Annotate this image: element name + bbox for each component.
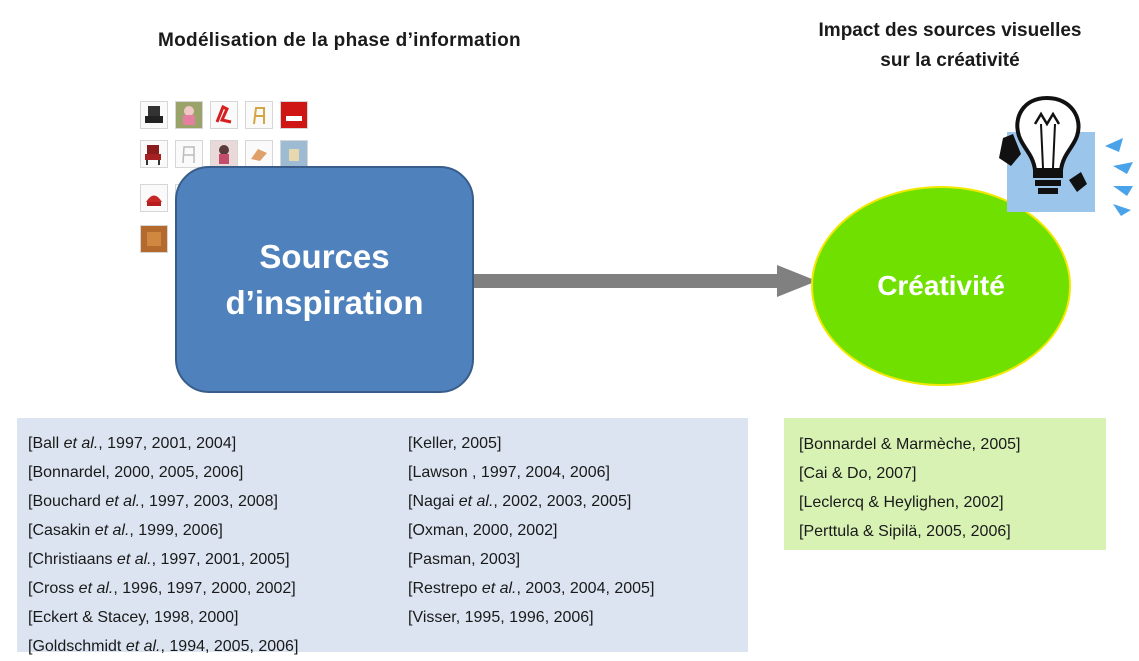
reference-item: [Casakin et al., 1999, 2006] <box>28 522 223 539</box>
reference-item: [Eckert & Stacey, 1998, 2000] <box>28 609 239 626</box>
reference-item: [Cai & Do, 2007] <box>799 465 917 482</box>
chair-thumbnail-icon <box>140 184 168 212</box>
reference-item: [Restrepo et al., 2003, 2004, 2005] <box>408 580 655 597</box>
references-creativity-list: [Bonnardel & Marmèche, 2005] [Cai & Do, … <box>799 430 1020 546</box>
reference-item: [Cross et al., 1996, 1997, 2000, 2002] <box>28 580 296 597</box>
chair-thumbnail-icon <box>245 140 273 168</box>
reference-item: [Nagai et al., 2002, 2003, 2005] <box>408 493 632 510</box>
chair-thumbnail-icon <box>140 225 168 253</box>
chair-thumbnail-icon <box>280 101 308 129</box>
chair-thumbnail-icon <box>175 140 203 168</box>
creativite-label: Créativité <box>877 270 1005 301</box>
reference-item: [Bonnardel, 2000, 2005, 2006] <box>28 464 244 481</box>
creativite-node: Créativité <box>811 186 1071 386</box>
chair-thumbnail-icon <box>245 101 273 129</box>
references-inspiration-box: [Ball et al., 1997, 2001, 2004] [Bonnard… <box>17 418 748 655</box>
reference-item: [Pasman, 2003] <box>408 551 521 568</box>
reference-item: [Ball et al., 1997, 2001, 2004] <box>28 435 237 452</box>
chair-thumbnail-icon <box>210 101 238 129</box>
reference-item: [Goldschmidt et al., 1994, 2005, 2006] <box>28 638 299 655</box>
title-visual-impact: Impact des sources visuelles sur la créa… <box>780 16 1120 76</box>
reference-item: [Christiaans et al., 1997, 2001, 2005] <box>28 551 290 568</box>
chair-thumbnail-icon <box>280 140 308 168</box>
chair-thumbnail-icon <box>210 140 238 168</box>
chair-thumbnail-icon <box>140 140 168 168</box>
reference-item: [Perttula & Sipilä, 2005, 2006] <box>799 523 1011 540</box>
reference-item: [Visser, 1995, 1996, 2006] <box>408 609 594 626</box>
reference-item: [Bonnardel & Marmèche, 2005] <box>799 436 1021 453</box>
reference-item: [Leclercq & Heylighen, 2002] <box>799 494 1004 511</box>
reference-item: [Lawson , 1997, 2004, 2006] <box>408 464 610 481</box>
sources-inspiration-node: Sources d’inspiration <box>175 166 474 393</box>
references-column-1: [Ball et al., 1997, 2001, 2004] [Bonnard… <box>28 429 298 661</box>
chair-thumbnail-icon <box>175 101 203 129</box>
sources-label-line1: Sources <box>259 237 390 275</box>
title-information-phase: Modélisation de la phase d’information <box>158 30 521 51</box>
lightbulb-icon <box>999 95 1133 216</box>
reference-item: [Keller, 2005] <box>408 435 502 452</box>
reference-item: [Oxman, 2000, 2002] <box>408 522 558 539</box>
references-column-2: [Keller, 2005] [Lawson , 1997, 2004, 200… <box>408 429 654 632</box>
title-visual-impact-line2: sur la créativité <box>880 50 1020 71</box>
references-creativity-box: [Bonnardel & Marmèche, 2005] [Cai & Do, … <box>784 418 1106 550</box>
flow-arrow <box>474 265 817 297</box>
title-visual-impact-line1: Impact des sources visuelles <box>818 20 1082 41</box>
reference-item: [Bouchard et al., 1997, 2003, 2008] <box>28 493 278 510</box>
chair-thumbnail-icon <box>140 101 168 129</box>
sources-label-line2: d’inspiration <box>225 283 424 321</box>
